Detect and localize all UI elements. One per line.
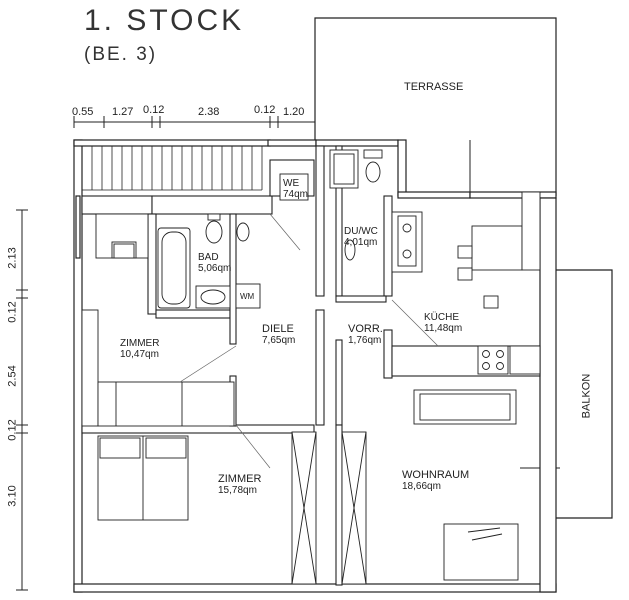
- room-diele-name: DIELE: [262, 323, 294, 335]
- tall-cabinets: [291, 431, 367, 585]
- room-we-name: WE: [283, 178, 300, 189]
- room-vorr-name: VORR.: [348, 323, 383, 335]
- balcony-outline: [556, 269, 613, 519]
- room-kueche-area: 11,48qm: [424, 323, 463, 334]
- room-bad-name: BAD: [198, 252, 219, 263]
- bed: [97, 435, 189, 521]
- room-terrasse: TERRASSE: [404, 81, 464, 93]
- room-zimmer-2-area: 15,78qm: [218, 485, 257, 496]
- dim-h-2: 1.27: [112, 106, 134, 118]
- living-furniture: [413, 389, 519, 581]
- room-diele-area: 7,65qm: [262, 335, 296, 346]
- bathroom-fixtures: [157, 213, 261, 309]
- desk: [95, 213, 149, 259]
- washing-machine: [235, 283, 261, 309]
- dim-h-1: 0.55: [72, 106, 94, 118]
- we-box: [279, 173, 309, 201]
- room-du-wc: DU/WC 4,01qm: [344, 226, 378, 248]
- terrace-outline: [314, 17, 557, 196]
- room-du-wc-area: 4,01qm: [344, 237, 378, 248]
- room-zimmer-1-area: 10,47qm: [120, 349, 159, 360]
- floor-subtitle: (BE. 3): [84, 44, 158, 65]
- door-swings: [179, 213, 439, 469]
- room-zimmer-2-name: ZIMMER: [218, 473, 262, 485]
- room-kueche-name: KÜCHE: [424, 312, 460, 323]
- room-zimmer-1-name: ZIMMER: [120, 338, 160, 349]
- room-zimmer-2: ZIMMER 15,78qm: [218, 473, 262, 497]
- dim-h-6: 1.20: [283, 106, 305, 118]
- room-wohnraum: WOHNRAUM 18,66qm: [402, 469, 470, 493]
- room-du-wc-name: DU/WC: [344, 226, 378, 237]
- room-we-area: 74qm: [283, 189, 309, 200]
- outer-walls: [73, 139, 557, 593]
- dim-h-3: 0.12: [143, 104, 165, 116]
- room-vorr: VORR. 1,76qm: [348, 323, 383, 347]
- room-bad: BAD 5,06qm: [198, 252, 231, 274]
- room-kueche: KÜCHE 11,48qm: [424, 312, 462, 334]
- kitchen-fixtures: [391, 191, 541, 375]
- room-wohnraum-name: WOHNRAUM: [402, 469, 470, 481]
- wardrobe: [81, 309, 235, 427]
- dim-h-4: 2.38: [198, 106, 220, 118]
- room-diele: DIELE 7,65qm: [262, 323, 296, 347]
- room-zimmer-1: ZIMMER 10,47qm: [120, 338, 159, 360]
- room-bad-area: 5,06qm: [198, 263, 232, 274]
- stairs: [82, 146, 263, 191]
- room-vorr-area: 1,76qm: [348, 335, 382, 346]
- shower-wc-fixtures: [329, 149, 383, 290]
- room-we: WE 74qm: [283, 178, 308, 200]
- room-wohnraum-area: 18,66qm: [402, 481, 441, 492]
- dim-h-5: 0.12: [254, 104, 276, 116]
- room-wm: WM: [240, 292, 255, 301]
- floor-title: 1. STOCK: [84, 4, 245, 37]
- room-balkon: BALKON: [580, 373, 593, 419]
